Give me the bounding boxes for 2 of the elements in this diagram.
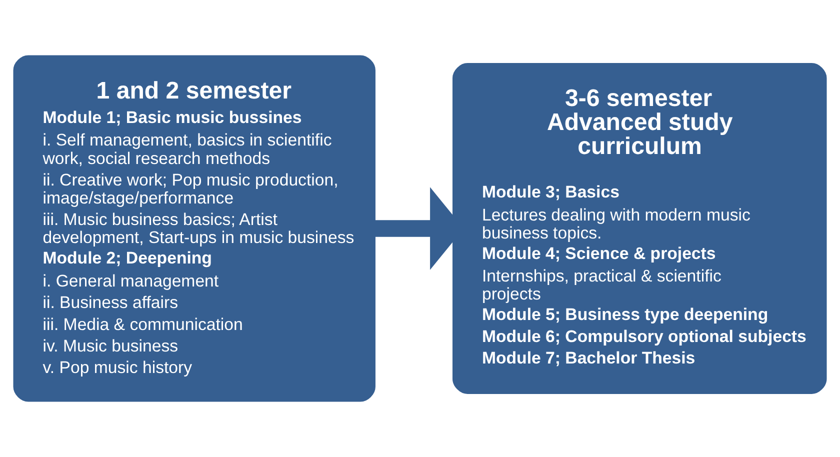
node-box: 1 and 2 semester Module 1; Basic music bussines i. Self management, basics in scientific work, social research methods ii. Creative work; Pop music production, image/stage/performance iii. Music business basics; Artist development, Start-ups in music business Module 2; Deepening i. General management ii. Business affairs iii. Media & communication iv. Music business v. Pop music history [13, 55, 376, 402]
node-box: 3-6 semester Advanced study curriculum Module 3; Basics Lectures dealing with modern music business topics. Module 4; Science & projects Internships, practical & scientific projects Module 5; Business type deepening Module 6; Compulsory optional subjects Module 7; Bachelor Thesis [452, 63, 827, 394]
